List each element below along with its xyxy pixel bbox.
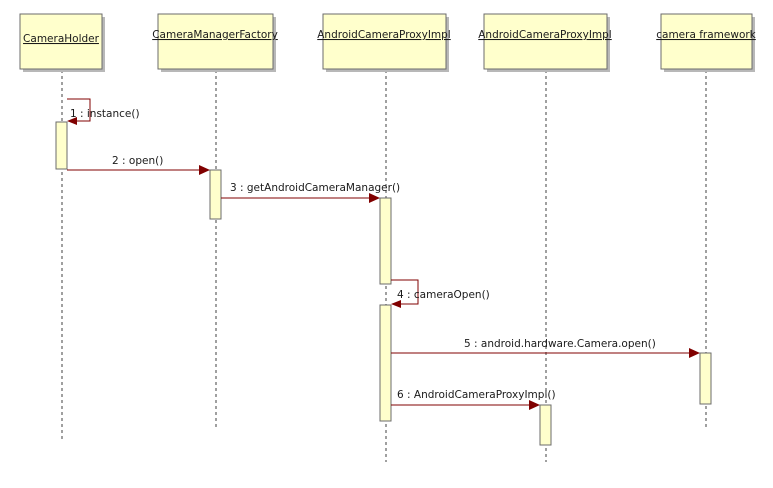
message-android-hardware-camera-open: 5 : android.hardware.Camera.open() bbox=[391, 338, 700, 358]
object-cameraholder: CameraHolder bbox=[19, 13, 105, 72]
message-android-camera-proxy-impl: 6 : AndroidCameraProxyImpl() bbox=[391, 389, 556, 410]
object-label: AndroidCameraProxyImpl bbox=[317, 29, 450, 41]
object-androidcameraproxyimpl-1: AndroidCameraProxyImpl bbox=[317, 13, 451, 72]
message-label: 2 : open() bbox=[112, 155, 163, 167]
activation-bar bbox=[379, 304, 392, 422]
object-cameramanagerfactory: CameraManagerFactory bbox=[152, 13, 278, 72]
object-label: CameraHolder bbox=[23, 33, 100, 45]
message-label: 4 : cameraOpen() bbox=[397, 289, 490, 301]
object-label: AndroidCameraProxyImpl bbox=[478, 29, 611, 41]
message-open: 2 : open() bbox=[67, 155, 210, 175]
message-label: 6 : AndroidCameraProxyImpl() bbox=[397, 389, 556, 401]
activation-bar bbox=[209, 169, 222, 220]
object-label: camera framework bbox=[656, 29, 756, 41]
activation-bar bbox=[699, 352, 712, 405]
message-instance: 1 : instance() bbox=[67, 98, 140, 125]
activation-bar bbox=[539, 404, 552, 446]
activation-bar bbox=[55, 121, 68, 170]
message-label: 5 : android.hardware.Camera.open() bbox=[464, 338, 656, 350]
object-camera-framework: camera framework bbox=[656, 13, 757, 72]
message-label: 1 : instance() bbox=[70, 108, 140, 120]
object-label: CameraManagerFactory bbox=[152, 29, 278, 41]
activation-bar bbox=[379, 197, 392, 285]
message-label: 3 : getAndroidCameraManager() bbox=[230, 182, 400, 194]
object-androidcameraproxyimpl-2: AndroidCameraProxyImpl bbox=[478, 13, 612, 72]
message-camera-open: 4 : cameraOpen() bbox=[391, 279, 490, 308]
message-get-android-camera-manager: 3 : getAndroidCameraManager() bbox=[221, 182, 400, 203]
